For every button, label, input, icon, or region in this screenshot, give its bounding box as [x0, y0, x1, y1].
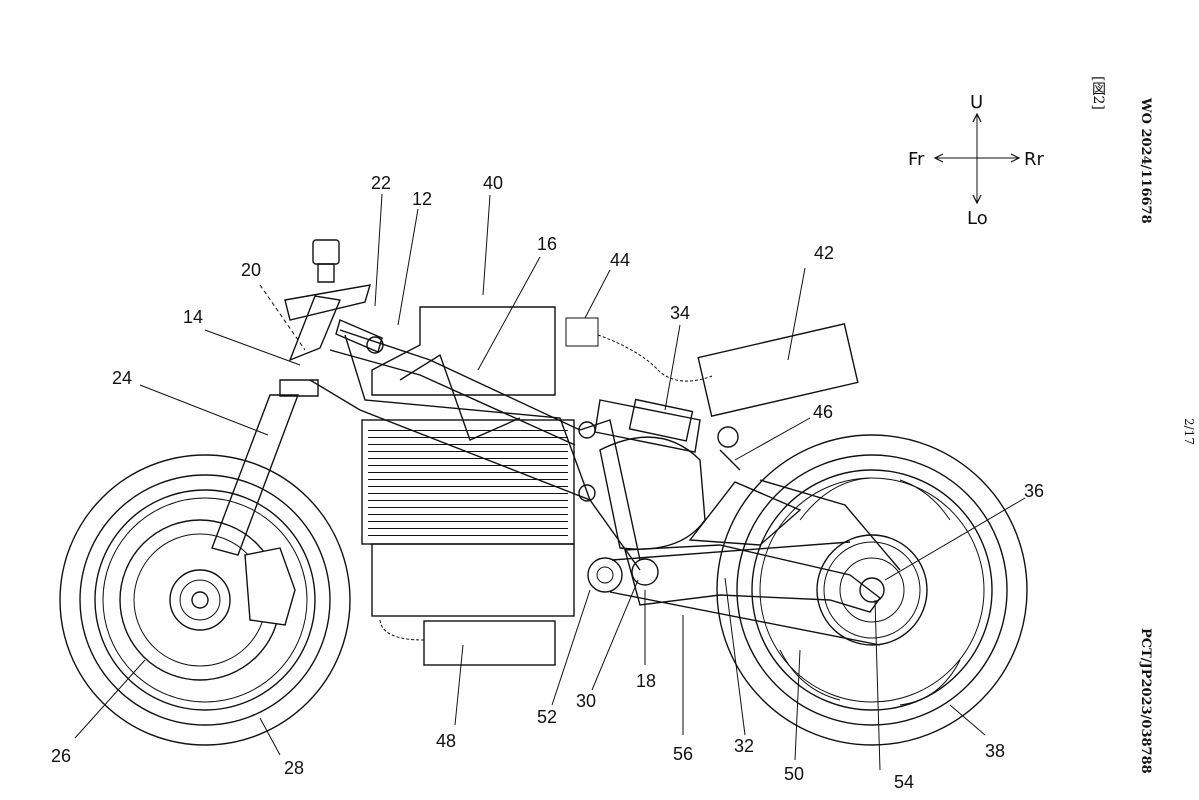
ref-56: 56	[673, 744, 693, 764]
rear-sprocket	[816, 534, 928, 646]
ref-22: 22	[371, 173, 391, 193]
direction-indicator: U Lo Fr Rr	[908, 92, 1045, 229]
drive-sprocket	[587, 557, 623, 593]
ref-44: 44	[610, 250, 630, 270]
swing-arm	[587, 479, 901, 613]
handlebar	[284, 239, 384, 354]
pivot-shaft	[631, 558, 659, 586]
ref-16: 16	[537, 234, 557, 254]
reference-labels: 22 12 40 16 44 42 20 14 34 46 24 36 18 3…	[51, 173, 1044, 792]
front-wheel	[59, 454, 351, 746]
ref-28: 28	[284, 758, 304, 778]
front-brake-caliper	[244, 547, 296, 626]
figure-label: [図2]	[1090, 76, 1106, 110]
main-frame	[309, 329, 641, 571]
ref-38: 38	[985, 741, 1005, 761]
ref-14: 14	[183, 307, 203, 327]
motor-unit	[599, 436, 706, 550]
direction-down-label: Lo	[967, 208, 988, 229]
direction-rear-label: Rr	[1024, 149, 1045, 170]
direction-front-label: Fr	[908, 149, 925, 170]
ref-46: 46	[813, 402, 833, 422]
ref-42: 42	[814, 243, 834, 263]
rear-shock	[594, 398, 741, 471]
leader-lines	[74, 193, 1026, 771]
ref-26: 26	[51, 746, 71, 766]
ref-52: 52	[537, 707, 557, 727]
drive-chain	[609, 541, 881, 646]
ref-36: 36	[1024, 481, 1044, 501]
ref-24: 24	[112, 368, 132, 388]
front-fork	[211, 295, 341, 556]
rear-wheel	[716, 434, 1028, 746]
ref-12: 12	[412, 189, 432, 209]
sub-battery	[597, 323, 859, 417]
ref-18: 18	[636, 671, 656, 691]
ref-54: 54	[894, 772, 914, 792]
ref-34: 34	[670, 303, 690, 323]
ref-30: 30	[576, 691, 596, 711]
ref-32: 32	[734, 736, 754, 756]
ref-40: 40	[483, 173, 503, 193]
direction-up-label: U	[970, 92, 983, 113]
ref-20: 20	[241, 260, 261, 280]
shock-reservoir	[717, 426, 739, 448]
battery-pack	[361, 306, 599, 617]
ref-50: 50	[784, 764, 804, 784]
junction-box	[565, 317, 599, 347]
ref-48: 48	[436, 731, 456, 751]
controller-box	[379, 619, 556, 666]
